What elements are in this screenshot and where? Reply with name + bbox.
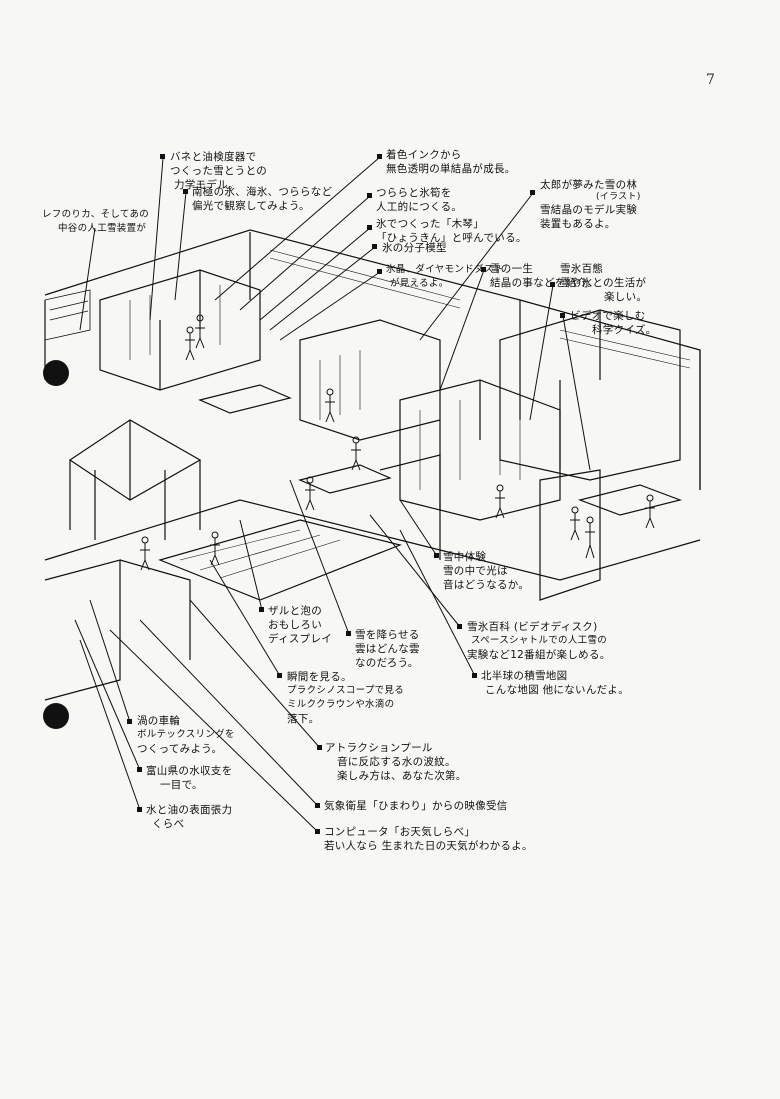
page-number: 7 <box>706 72 715 88</box>
leader-hyokin <box>259 227 371 321</box>
callout-snow-encyclopedia: 雪氷百科 (ビデオディスク)スペースシャトルでの人工雪の実験など12番組が楽しめ… <box>467 621 611 661</box>
callout-snow-fall: 雪を降らせる雲はどんな雲なのだろう。 <box>355 629 420 669</box>
callout-diamond-dust: 氷晶、ダイヤモンドダストが見えるよ。 <box>386 264 504 289</box>
leader-toyama <box>74 619 141 771</box>
callout-instant: 瞬間を見る。プラクシノスコープで見るミルククラウンや水滴の落下。 <box>287 671 405 725</box>
callout-hall-note: レフのりカ、そしてあの中谷の人工雪装置が <box>42 209 150 234</box>
stairs <box>44 289 91 341</box>
callout-molecule: 氷の分子模型 <box>382 242 447 254</box>
binding-hole <box>43 360 69 386</box>
leader-surface <box>79 639 141 811</box>
leader-history <box>529 284 554 421</box>
callout-icicle: つららと氷筍を人工的につくる。 <box>376 187 463 213</box>
callout-hyokin: 氷でつくった「木琴」「ひょうきん」と呼んでいる。 <box>376 218 527 244</box>
leader-snowfall <box>289 479 350 635</box>
leader-diamond <box>279 271 381 341</box>
callout-snow-experience: 雪中体験雪の中で光は音はどうなるか。 <box>443 551 530 591</box>
leader-hall <box>79 227 96 331</box>
leader-experience <box>399 499 438 557</box>
callout-weather-computer: コンピュータ「お天気しらべ」若い人なら 生まれた日の天気がわかるよ。 <box>324 826 533 852</box>
pavilion-roof <box>68 419 202 501</box>
callout-snow-history: 雪氷百態雪や氷との生活が楽しい。 <box>560 263 648 303</box>
callout-snow-life: 雪の一生結晶の事などを紹介。 <box>490 263 598 289</box>
leader-encyc <box>369 514 461 628</box>
callout-toyama: 富山県の水収支を一目で。 <box>146 765 233 791</box>
room-block <box>99 269 261 391</box>
leader-snowlife <box>439 269 485 391</box>
leader-taro <box>419 192 534 341</box>
callout-vortex: 渦の車輪ボルテックスリングをつくってみよう。 <box>137 715 235 755</box>
leader-molecule <box>269 246 376 331</box>
leader-weather <box>109 629 319 833</box>
callout-satellite: 気象衛星「ひまわり」からの映像受信 <box>324 800 508 812</box>
floor-edge <box>44 499 701 581</box>
leader-sand <box>239 519 263 611</box>
leader-icicle <box>239 195 371 311</box>
callout-crystal-growth: 着色インクから無色透明の単結晶が成長。 <box>386 149 516 175</box>
leader-vortex <box>89 599 131 723</box>
callout-spring-oil: バネと油検度器でつくった雪とうとの力学モデル。 <box>170 151 268 191</box>
leader-northmap <box>399 529 476 677</box>
leader-instant <box>209 559 281 677</box>
callout-taro-dream: 太郎が夢みた雪の林(イラスト)雪結晶のモデル実験装置もあるよ。 <box>540 179 641 230</box>
callout-polarized: 南極の氷、海氷、つららなど偏光で観察してみよう。 <box>192 186 333 212</box>
leader-polarized <box>174 191 187 301</box>
pool <box>158 519 402 601</box>
leader-attraction <box>189 599 321 749</box>
binding-hole <box>43 703 69 729</box>
callout-attraction: アトラクションプール音に反応する水の波紋。楽しみ方は、あなた次第。 <box>325 742 467 782</box>
callout-surface-tension: 水と油の表面張力くらべ <box>146 804 233 830</box>
callout-sand-foam: ザルと泡のおもしろいディスプレイ <box>268 605 333 645</box>
callout-video-quiz: ビデオで楽しむ科学クイズ。 <box>570 310 657 336</box>
leader-satellite <box>139 619 319 807</box>
leader-video <box>562 315 591 471</box>
leader-crystal <box>214 156 381 301</box>
callout-north-map: 北半球の積雪地図こんな地図 他にないんだよ。 <box>481 670 630 696</box>
room-block <box>299 319 441 441</box>
leader-spring-oil <box>149 157 164 321</box>
